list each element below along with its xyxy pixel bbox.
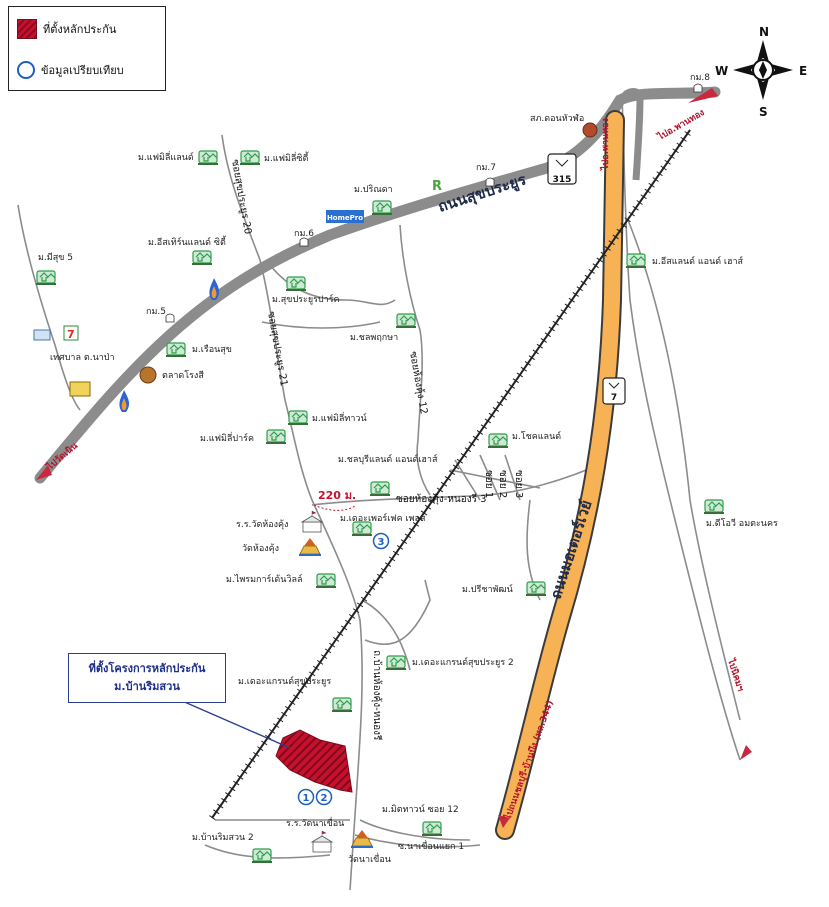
distance-label: 220 ม. — [318, 489, 356, 502]
soi21-label: ซอยสุขประยูร 21 — [265, 311, 289, 388]
sukprayoon-label: ถนนสุขประยูร — [436, 170, 530, 217]
legend-site-row: ที่ตั้งหลักประกัน — [17, 19, 116, 39]
ban-rimsuan2-label: ม.บ้านริมสวน 2 — [192, 832, 254, 843]
compass-e: E — [799, 64, 807, 78]
route-315-text: 315 — [553, 175, 572, 185]
marker-3-text: 3 — [378, 537, 385, 548]
hongkhung-road-label: ถ.บ้านห้องคุ้ง-หนองรี — [371, 650, 383, 741]
chocolate-label: ม.โชคแลนด์ — [512, 430, 561, 442]
municipal-office-icon — [69, 381, 91, 397]
police-station-icon — [582, 122, 598, 138]
soi-nakhuean-label: ซ.นาเขื่อนแยก 1 — [398, 839, 464, 852]
project-callout: ที่ตั้งโครงการหลักประกัน ม.บ้านริมสวน — [68, 653, 226, 703]
route-7-shield: 7 — [602, 377, 626, 405]
mittown-label: ม.มิตทาวน์ ซอย 12 — [382, 803, 459, 815]
family-city-label: ม.แฟมิลี่ซิตี้ — [264, 151, 309, 164]
ruensuk-label: ม.เรือนสุข — [192, 344, 232, 355]
soi-c-label: ซอย 3 — [513, 470, 524, 498]
the-grand-sukprayoon2-label: ม.เดอะแกรนด์สุขประยูร 2 — [412, 656, 514, 668]
compass-w: W — [715, 64, 728, 78]
km5-label: กม.5 — [146, 307, 166, 317]
callout-line1: ที่ตั้งโครงการหลักประกัน — [88, 662, 206, 675]
r-logo-icon: R — [432, 179, 442, 194]
km-markers: กม.8 กม.7 กม.6 กม.5 — [146, 73, 710, 323]
seven-eleven-glyph: 7 — [67, 328, 75, 341]
wat-na-khuean-school-label: ร.ร.วัดนาเขื่อน — [286, 816, 344, 829]
landmarks: HomePro R 7 ตลาดโรงสี เทศบาล ต.นาป่า ร.ร… — [33, 179, 464, 865]
marker-1 — [297, 788, 315, 806]
prime-garden-label: ม.ไพรมการ์เด้นวิลล์ — [226, 573, 303, 585]
family-town-label: ม.แฟมิลี่ทาวน์ — [312, 411, 367, 424]
tesaban-label: เทศบาล ต.นาป่า — [50, 353, 115, 363]
building-icon — [33, 329, 51, 341]
compass-s: S — [759, 105, 768, 119]
wat-hongkhung-school-label: ร.ร.วัดห้องคุ้ง — [236, 519, 288, 530]
sukprayoon-park-label: ม.สุขประยูรปาร์ค — [272, 293, 340, 305]
marker-1-text: 1 — [303, 793, 310, 804]
km7-label: กม.7 — [476, 163, 496, 173]
callout-line2: ม.บ้านริมสวน — [114, 680, 180, 693]
to-phanthong-label-2: ไปอ.พานทอง — [599, 118, 611, 171]
police-station-label: สภ.ดอนหัวฬ่อ — [530, 113, 584, 124]
soi12-label: ซอยห้องคุ้ง 12 — [407, 350, 430, 415]
market-icon — [139, 366, 157, 384]
family-land-label: ม.แฟมิลี่แลนด์ — [138, 150, 194, 163]
soi3-label: ซอยห้องคุ้ง-หนองรี 3 — [396, 493, 487, 505]
legend-site-label: ที่ตั้งหลักประกัน — [43, 23, 117, 36]
cd-amata-label: ม.ดีโอวี อมตะนคร — [706, 518, 778, 529]
seven-eleven-icon — [63, 325, 79, 341]
soi-b-label: ซอย 2 — [497, 470, 508, 498]
chonburi-land-label: ม.ชลบุรีแลนด์ แอนด์เฮาส์ — [338, 453, 438, 465]
village-markers: ม.แฟมิลี่แลนด์ ม.แฟมิลี่ซิตี้ ม.ปริณดา ม… — [35, 150, 778, 864]
site-swatch-icon — [17, 19, 37, 39]
railway — [209, 128, 693, 820]
wat-hongkhung-label: วัดห้องคุ้ง — [242, 543, 279, 554]
route-7-text: 7 — [611, 393, 617, 403]
compass-n: N — [759, 25, 769, 39]
km6-label: กม.6 — [294, 229, 314, 239]
homepro-logo — [326, 210, 364, 223]
marker-3 — [372, 532, 390, 550]
marker-2 — [315, 788, 333, 806]
chonpreuksa-label: ม.ชลพฤกษา — [350, 333, 398, 343]
direction-arrows — [36, 88, 752, 828]
comparison-markers: 1 2 3 — [297, 532, 390, 806]
east-land-city-label: ม.อีสเทิร์นแลนด์ ซิตี้ — [148, 235, 227, 248]
callout-leader — [179, 699, 291, 749]
preechaphat-label: ม.ปรีชาพัฒน์ — [462, 583, 513, 595]
east-land-house-label: ม.อีสแลนด์ แอนด์ เฮาส์ — [652, 255, 744, 267]
marker-2-text: 2 — [321, 793, 328, 804]
meesuk5-label: ม.มีสุข 5 — [38, 252, 73, 263]
homepro-label: HomePro — [327, 214, 363, 222]
the-grand-sukprayoon-label: ม.เดอะแกรนด์สุขประยูร — [238, 675, 331, 687]
legend-compare-row: ข้อมูลเปรียบเทียบ — [17, 61, 124, 79]
km8-label: กม.8 — [690, 73, 710, 83]
site-parcel — [275, 729, 353, 793]
soi20-label: ซอยสุขประยูร 20 — [229, 159, 253, 236]
talat-rongsi-label: ตลาดโรงสี — [162, 370, 204, 381]
soi-a-label: ซอย 1 — [483, 470, 494, 498]
the-perfect-label: ม.เดอะเพอร์เฟค เพลส — [340, 512, 426, 524]
parinda-label: ม.ปริณดา — [354, 184, 393, 195]
wat-na-khuean-label: วัดนาเขื่อน — [348, 852, 391, 865]
route-315-shield: 315 — [547, 153, 577, 185]
family-park-label: ม.แฟมิลี่ปาร์ค — [200, 431, 254, 444]
compass-rose-icon: N S E W — [715, 25, 807, 119]
compare-circle-icon — [17, 61, 35, 79]
map-legend: ที่ตั้งหลักประกัน ข้อมูลเปรียบเทียบ — [8, 6, 166, 91]
sukprayoon-road — [34, 86, 721, 484]
legend-compare-label: ข้อมูลเปรียบเทียบ — [41, 64, 124, 77]
